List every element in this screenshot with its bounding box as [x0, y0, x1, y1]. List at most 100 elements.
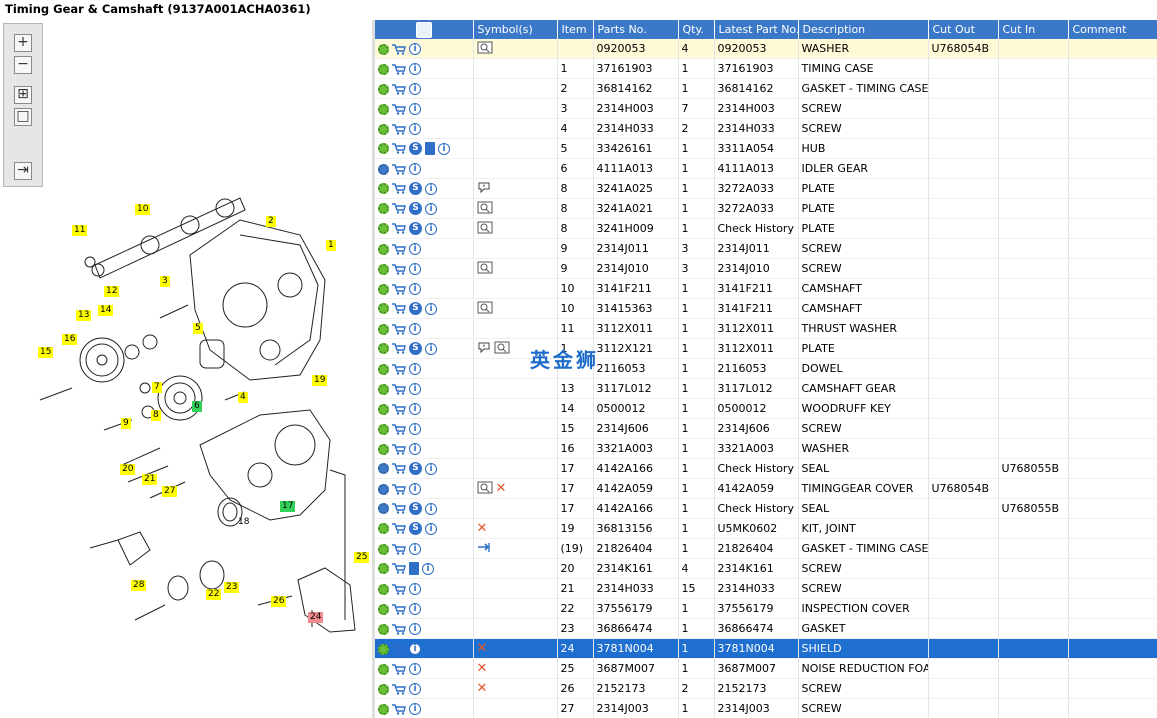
cart-icon[interactable]: [392, 623, 406, 635]
cell-parts-no[interactable]: 2314H033: [593, 118, 679, 139]
part-gear-icon[interactable]: [378, 363, 389, 375]
zoom-out-icon[interactable]: −: [14, 56, 32, 74]
cell-latest-part-no[interactable]: Check History: [714, 458, 799, 479]
info-icon[interactable]: i: [425, 302, 437, 315]
cell-parts-no[interactable]: 4111A013: [593, 158, 679, 179]
part-gear-icon[interactable]: [378, 43, 389, 55]
part-gear-icon[interactable]: [378, 563, 389, 575]
cart-icon[interactable]: [392, 403, 406, 415]
info-icon[interactable]: i: [409, 103, 421, 115]
cell-latest-part-no[interactable]: 2314J606: [714, 418, 799, 439]
part-gear-icon[interactable]: [378, 123, 389, 135]
assembly-gear-icon[interactable]: [378, 163, 389, 175]
callout-21[interactable]: 21: [142, 474, 158, 485]
part-gear-icon[interactable]: [378, 143, 389, 155]
callout-24[interactable]: 24: [308, 612, 324, 623]
info-icon[interactable]: i: [425, 342, 437, 355]
cart-icon[interactable]: [392, 123, 406, 135]
zoom-in-icon[interactable]: +: [14, 34, 32, 52]
discontinued-icon[interactable]: ✕: [476, 661, 488, 676]
book-icon[interactable]: [409, 562, 419, 576]
supersession-icon[interactable]: S: [409, 462, 422, 476]
part-gear-icon[interactable]: [378, 283, 389, 295]
callout-22[interactable]: 22: [206, 589, 222, 600]
callout-28[interactable]: 28: [131, 580, 147, 591]
cell-latest-part-no[interactable]: 37161903: [714, 58, 799, 79]
cart-icon[interactable]: [392, 523, 406, 534]
history-icon[interactable]: [477, 201, 493, 217]
info-icon[interactable]: i: [409, 583, 421, 595]
search-parts-icon[interactable]: [416, 21, 433, 38]
callout-26[interactable]: 26: [271, 596, 287, 607]
cell-parts-no[interactable]: 2116053: [593, 358, 679, 379]
info-icon[interactable]: i: [409, 663, 421, 675]
cart-icon[interactable]: [392, 263, 406, 275]
part-gear-icon[interactable]: [378, 663, 389, 675]
callout-8[interactable]: 8: [151, 410, 161, 421]
cell-latest-part-no[interactable]: 3112X011: [714, 338, 799, 359]
callout-14[interactable]: 14: [98, 305, 114, 316]
info-icon[interactable]: i: [409, 263, 421, 275]
supersession-icon[interactable]: S: [409, 182, 422, 196]
info-icon[interactable]: i: [409, 43, 421, 55]
part-gear-icon[interactable]: [378, 603, 389, 615]
part-gear-icon[interactable]: [378, 343, 389, 355]
callout-1[interactable]: 1: [326, 240, 336, 251]
info-icon[interactable]: i: [409, 483, 421, 495]
cell-parts-no[interactable]: 2314J011: [593, 238, 679, 259]
info-icon[interactable]: i: [409, 323, 421, 335]
cart-icon[interactable]: [392, 223, 406, 234]
cell-parts-no[interactable]: 4142A059: [593, 478, 679, 499]
part-gear-icon[interactable]: [378, 643, 389, 655]
discontinued-icon[interactable]: ✕: [495, 481, 507, 496]
cart-icon[interactable]: [392, 283, 406, 295]
cell-latest-part-no[interactable]: Check History: [714, 498, 799, 519]
callout-20[interactable]: 20: [120, 464, 136, 475]
callout-25[interactable]: 25: [354, 552, 370, 563]
info-icon[interactable]: i: [425, 522, 437, 535]
info-icon[interactable]: i: [409, 423, 421, 435]
cell-latest-part-no[interactable]: 0500012: [714, 398, 799, 419]
column-header-cut-in[interactable]: Cut In: [998, 20, 1069, 39]
cart-icon[interactable]: [392, 143, 406, 154]
cell-parts-no[interactable]: 3112X011: [593, 318, 679, 339]
callout-7[interactable]: 7: [152, 382, 162, 393]
cart-icon[interactable]: [392, 663, 406, 675]
cart-icon[interactable]: [392, 563, 406, 574]
assembly-gear-icon[interactable]: [378, 463, 389, 475]
supersession-icon[interactable]: S: [409, 342, 422, 356]
cell-parts-no[interactable]: 3321A003: [593, 438, 679, 459]
cart-icon[interactable]: [392, 383, 406, 395]
cell-parts-no[interactable]: 2314H033: [593, 578, 679, 599]
discontinued-icon[interactable]: ✕: [476, 641, 488, 656]
supersession-icon[interactable]: S: [409, 502, 422, 516]
part-gear-icon[interactable]: [378, 703, 389, 715]
cart-icon[interactable]: [392, 203, 406, 214]
callout-15[interactable]: 15: [38, 347, 54, 358]
kit-member-icon[interactable]: [477, 541, 493, 557]
part-gear-icon[interactable]: [378, 683, 389, 695]
cell-parts-no[interactable]: 0920053: [593, 39, 679, 59]
cart-icon[interactable]: [392, 63, 406, 75]
cell-parts-no[interactable]: 31415363: [593, 298, 679, 319]
cart-icon[interactable]: [392, 163, 406, 175]
cell-latest-part-no[interactable]: 2314K161: [714, 558, 799, 579]
